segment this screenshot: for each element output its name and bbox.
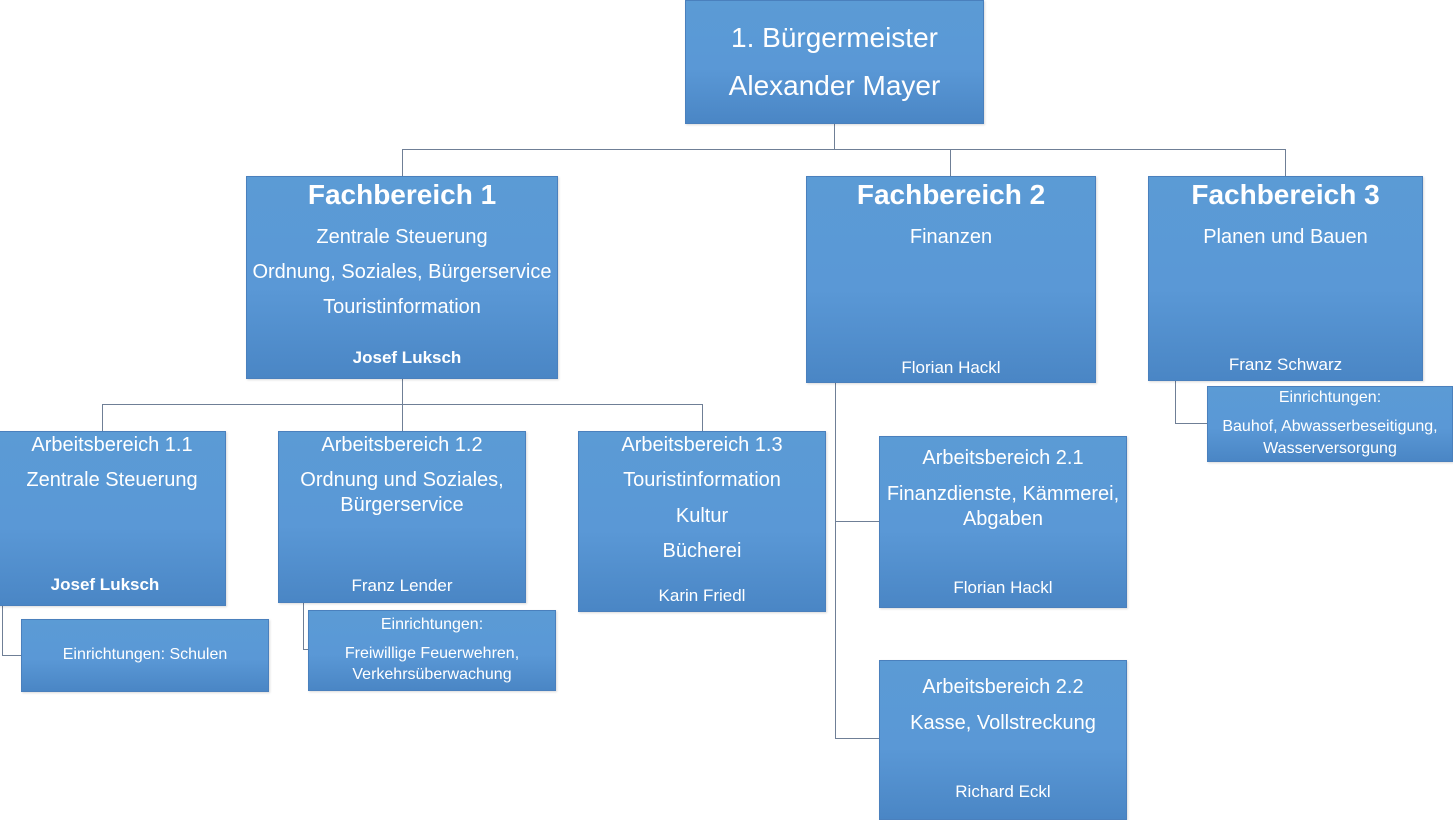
connector-ab11-facilities-h [2, 655, 22, 656]
node-person: Josef Luksch [352, 348, 462, 367]
node-person: Alexander Mayer [728, 70, 941, 101]
node-arbeitsbereich-1-3: Arbeitsbereich 1.3 Touristinformation Ku… [578, 431, 826, 612]
node-arbeitsbereich-1-1: Arbeitsbereich 1.1 Zentrale Steuerung Jo… [0, 431, 226, 606]
node-fachbereich-3: Fachbereich 3 Planen und Bauen Franz Sch… [1148, 176, 1423, 381]
node-fachbereich-2: Fachbereich 2 Finanzen Florian Hackl [806, 176, 1096, 383]
connector-fb3-facilities-v [1175, 380, 1176, 424]
node-arbeitsbereich-2-2: Arbeitsbereich 2.2 Kasse, Vollstreckung … [879, 660, 1127, 820]
facilities-label: Einrichtungen: [380, 616, 484, 633]
node-line: Zentrale Steuerung [316, 226, 488, 248]
facilities-text: Freiwillige Feuerwehren, [344, 645, 520, 662]
connector-fb1-down [402, 378, 403, 432]
node-line: Kasse, Vollstreckung [910, 712, 1096, 734]
node-line: Kultur [675, 505, 729, 527]
connector-fb3-facilities-h [1175, 423, 1208, 424]
node-line: Planen und Bauen [1203, 226, 1368, 248]
connector-ab21-branch [835, 521, 880, 522]
connector-ab11-up [102, 404, 103, 432]
node-title: Arbeitsbereich 1.3 [621, 434, 783, 456]
node-person: Franz Schwarz [1228, 355, 1343, 374]
connector-ab12-facilities-v [303, 602, 304, 650]
connector-ab22-branch [835, 738, 880, 739]
connector-fb3-up [1285, 149, 1286, 177]
node-ab11-einrichtungen: Einrichtungen: Schulen [21, 619, 269, 692]
node-ab12-einrichtungen: Einrichtungen: Freiwillige Feuerwehren, … [308, 610, 556, 691]
node-title: Arbeitsbereich 1.1 [31, 434, 193, 456]
node-line: Bürgerservice [340, 494, 464, 516]
node-person: Franz Lender [351, 576, 453, 595]
facilities-text: Einrichtungen: Schulen [62, 646, 228, 663]
node-title: Fachbereich 1 [307, 179, 497, 210]
node-title: Arbeitsbereich 2.1 [922, 447, 1084, 469]
connector-ab11-facilities-v [2, 604, 3, 656]
node-person: Richard Eckl [955, 782, 1051, 801]
node-person: Karin Friedl [658, 586, 746, 605]
node-person: Florian Hackl [901, 358, 1001, 377]
facilities-label: Einrichtungen: [1278, 389, 1382, 406]
node-title: Fachbereich 2 [856, 179, 1046, 210]
node-line: Zentrale Steuerung [26, 469, 198, 491]
connector-fb2-down [835, 382, 836, 739]
connector-fb1-up [402, 149, 403, 177]
node-line: Touristinformation [623, 469, 781, 491]
node-line: Ordnung, Soziales, Bürgerservice [252, 261, 552, 283]
connector-departments-bar [402, 149, 1286, 150]
node-title: Arbeitsbereich 1.2 [321, 434, 483, 456]
node-arbeitsbereich-1-2: Arbeitsbereich 1.2 Ordnung und Soziales,… [278, 431, 526, 603]
node-line: Ordnung und Soziales, [300, 469, 504, 491]
node-fachbereich-1: Fachbereich 1 Zentrale Steuerung Ordnung… [246, 176, 558, 379]
connector-ab12-facilities-h [303, 649, 309, 650]
node-line: Finanzen [909, 226, 993, 248]
node-line: Abgaben [962, 508, 1044, 530]
node-fb3-einrichtungen: Einrichtungen: Bauhof, Abwasserbeseitigu… [1207, 386, 1453, 462]
facilities-text: Bauhof, Abwasserbeseitigung, [1222, 418, 1438, 435]
node-line: Touristinformation [323, 296, 481, 318]
connector-fb2-up [950, 149, 951, 177]
facilities-text: Wasserversorgung [1263, 440, 1397, 457]
node-person: Josef Luksch [50, 575, 160, 594]
node-line: Finanzdienste, Kämmerei, [886, 483, 1120, 505]
connector-work-areas-bar [102, 404, 703, 405]
node-arbeitsbereich-2-1: Arbeitsbereich 2.1 Finanzdienste, Kämmer… [879, 436, 1127, 608]
node-person: Florian Hackl [953, 578, 1053, 597]
node-buergermeister: 1. Bürgermeister Alexander Mayer [685, 0, 984, 124]
facilities-text: Verkehrsüberwachung [352, 666, 512, 683]
node-title: Arbeitsbereich 2.2 [922, 676, 1084, 698]
node-title: Fachbereich 3 [1191, 179, 1380, 210]
connector-ab13-up [702, 404, 703, 432]
node-line: Bücherei [662, 540, 742, 562]
connector-root-down [834, 123, 835, 150]
node-title: 1. Bürgermeister [731, 22, 938, 53]
